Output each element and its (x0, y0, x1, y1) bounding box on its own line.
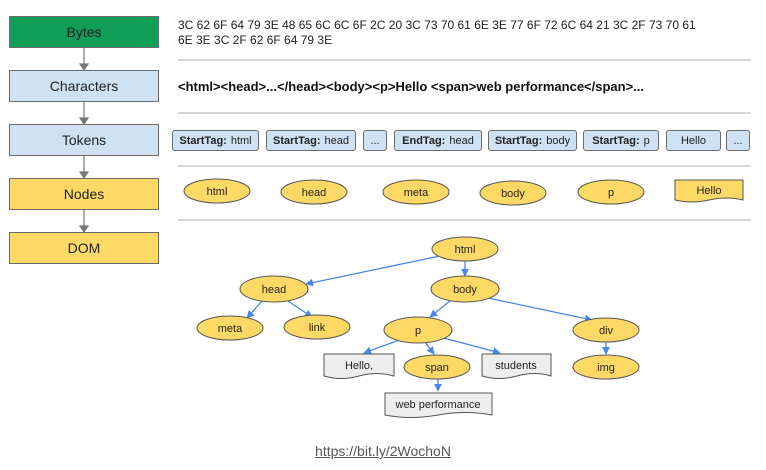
tree-node-link: link (309, 322, 326, 334)
tree-node-webperf-shape (384, 392, 493, 418)
edge-html-head (305, 255, 441, 287)
tree-node-meta: meta (218, 323, 243, 335)
tree-node-ellipse (572, 317, 640, 343)
tree-node-html: html (455, 244, 476, 256)
node-ellipse (280, 179, 348, 205)
divider-2 (178, 112, 751, 114)
tree-node-ellipse (430, 275, 500, 303)
token-hello: Hello (666, 130, 721, 151)
edge-p-hello (363, 338, 403, 355)
stage-tokens: Tokens (9, 124, 159, 156)
node-body-label: body (501, 188, 525, 200)
tree-node-body: body (453, 284, 477, 296)
edge-body-p (429, 300, 451, 318)
tree-node-ellipse (239, 275, 309, 303)
divider-3 (178, 165, 751, 167)
edge-p-span (424, 341, 435, 355)
edge-body-div (487, 297, 593, 323)
divider-1 (178, 59, 751, 61)
tree-node-img: img (597, 362, 615, 374)
edge-head-meta (246, 300, 263, 319)
tree-node-span: span (425, 362, 449, 374)
tree-node-hello: Hello, (345, 360, 373, 372)
token-ellipsis-1: ... (363, 130, 387, 151)
tree-node-ellipse (383, 316, 453, 344)
tree-node-web-performance: web performance (395, 399, 481, 411)
stage-tokens-label: Tokens (61, 132, 107, 148)
divider-4 (178, 219, 751, 221)
tree-node-ellipse (283, 314, 351, 340)
node-ellipse (577, 179, 645, 205)
edge-head-link (287, 300, 313, 318)
node-html-label: html (207, 186, 228, 198)
source-link[interactable]: https://bit.ly/2WochoN (315, 443, 451, 459)
node-ellipse (183, 178, 251, 204)
tree-node-hello-shape (323, 353, 395, 379)
characters-text: <html><head>...</head><body><p>Hello <sp… (178, 79, 645, 94)
tree-node-p: p (415, 325, 421, 337)
tree-node-div: div (599, 325, 614, 337)
stage-dom: DOM (9, 232, 159, 264)
nodes-row: html head meta body p Hello (183, 178, 744, 206)
node-meta-label: meta (404, 187, 429, 199)
edge-p-students (439, 336, 501, 355)
token-starttag-p: StartTag:p (583, 130, 659, 151)
stage-characters: Characters (9, 70, 159, 102)
bytes-hex-line-2: 6E 3E 3C 2F 62 6F 64 79 3E (178, 33, 333, 47)
tree-node-students: students (495, 360, 537, 372)
stage-dom-label: DOM (67, 240, 101, 256)
node-hello-shape (674, 179, 744, 203)
node-ellipse (382, 179, 450, 205)
tree-node-ellipse (431, 236, 499, 262)
node-hello-label: Hello (696, 185, 721, 197)
token-endtag-head: EndTag:head (394, 130, 482, 151)
tree-edges (246, 255, 610, 392)
token-starttag-html: StartTag:html (172, 130, 259, 151)
bytes-hex-line-1: 3C 62 6F 64 79 3E 48 65 6C 6C 6F 2C 20 3… (178, 18, 696, 32)
stage-bytes: Bytes (9, 16, 159, 48)
node-ellipse (479, 180, 547, 206)
token-ellipsis-2: ... (726, 130, 750, 151)
tree-node-head: head (262, 284, 286, 296)
stage-nodes-label: Nodes (63, 186, 105, 202)
tree-node-ellipse (572, 354, 640, 380)
tree-node-ellipse (196, 315, 264, 341)
tree-node-students-shape (481, 353, 552, 379)
stage-characters-label: Characters (49, 78, 119, 94)
node-head-label: head (302, 187, 326, 199)
token-starttag-head: StartTag:head (266, 130, 356, 151)
node-p-label: p (608, 187, 614, 199)
tree-nodes: html head body meta link p div Hello, sp… (196, 236, 640, 418)
stage-bytes-label: Bytes (66, 24, 102, 40)
tree-node-ellipse (403, 354, 471, 380)
token-starttag-body: StartTag:body (488, 130, 577, 151)
